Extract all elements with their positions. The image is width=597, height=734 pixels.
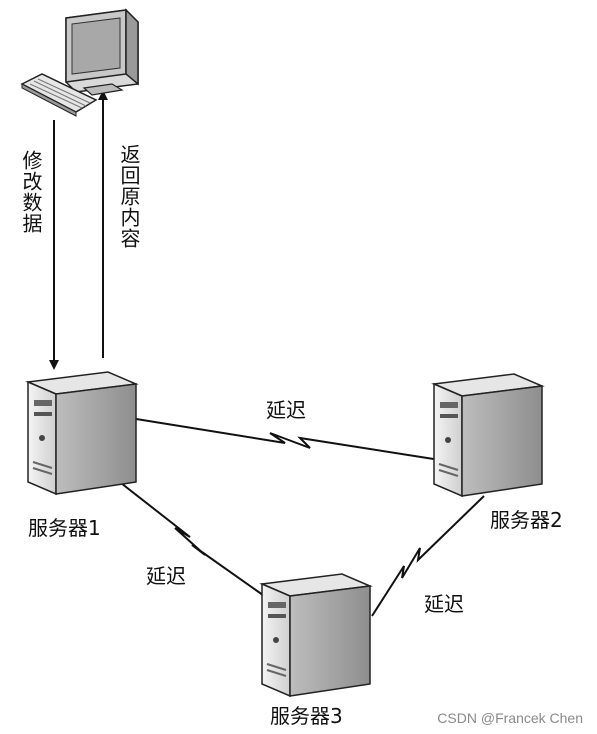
link-server2-server3 xyxy=(371,495,485,617)
server3-label: 服务器3 xyxy=(270,704,343,728)
watermark: CSDN @Francek Chen xyxy=(437,710,583,726)
server2-label: 服务器2 xyxy=(490,508,563,532)
server1-icon xyxy=(25,371,139,496)
keyboard-icon xyxy=(20,73,98,117)
server3-icon xyxy=(259,573,373,698)
latency-label-1-3: 延迟 xyxy=(146,564,186,588)
return-original-label: 返回原内容 xyxy=(117,144,141,249)
link-server1-server3 xyxy=(111,475,271,601)
latency-label-1-2: 延迟 xyxy=(266,398,306,422)
server1-label: 服务器1 xyxy=(28,516,101,540)
server2-icon xyxy=(431,373,545,498)
modify-data-label: 修改数据 xyxy=(19,150,43,234)
latency-label-2-3: 延迟 xyxy=(424,592,464,616)
link-server1-server2 xyxy=(129,417,441,461)
computer-icon xyxy=(65,8,139,96)
